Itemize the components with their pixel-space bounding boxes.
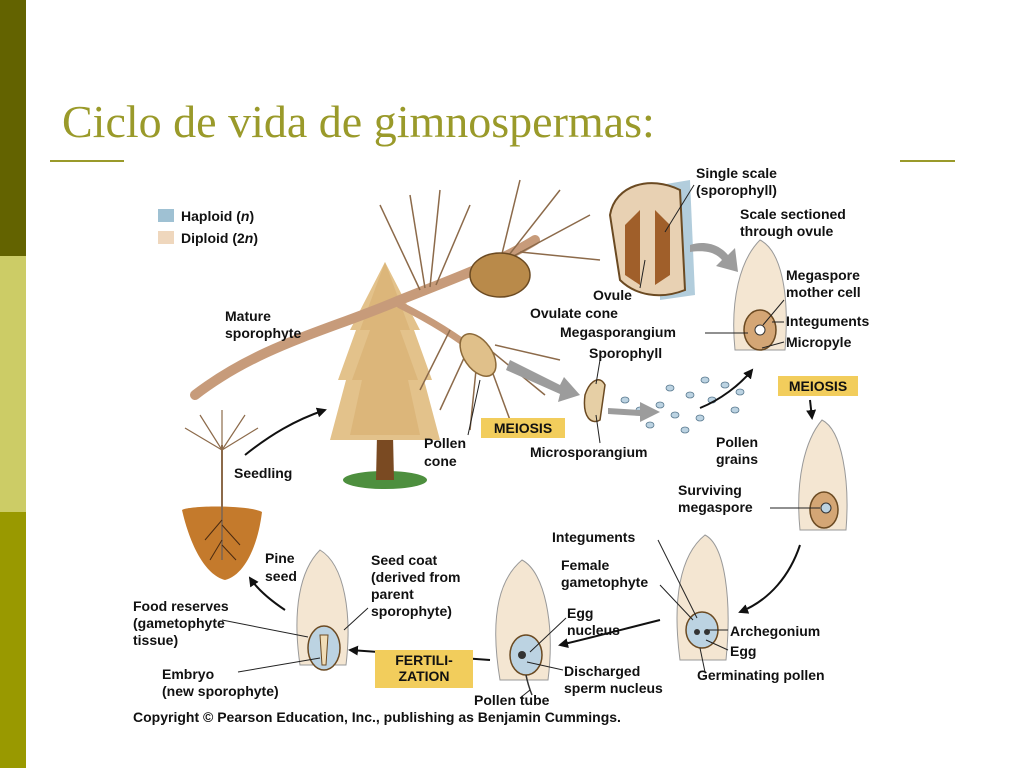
label-megaspore-line2: mother cell <box>786 284 861 300</box>
label-scale-sectioned-line2: through ovule <box>740 223 834 239</box>
label-egg: Egg <box>730 643 756 659</box>
arrow-archegonium-to-fertilization <box>558 619 661 649</box>
label-microsporangium: Microsporangium <box>530 444 647 460</box>
pine-seed-illustration <box>296 549 349 671</box>
label-egg-nucleus-line2: nucleus <box>567 622 620 638</box>
label-pollen-grains-line1: Pollen <box>716 434 758 450</box>
legend: Haploid (n) Diploid (2n) <box>158 208 258 246</box>
female-gametophyte-illustration <box>676 534 729 661</box>
label-surviving-line1: Surviving <box>678 482 742 498</box>
label-pollen-grains-line2: grains <box>716 451 758 467</box>
copyright-text: Copyright © Pearson Education, Inc., pub… <box>133 709 621 725</box>
label-single-scale-line2: (sporophyll) <box>696 182 777 198</box>
label-ovulate-cone: Ovulate cone <box>530 305 618 321</box>
label-female-line1: Female <box>561 557 609 573</box>
label-megasporangium: Megasporangium <box>560 324 676 340</box>
legend-swatch-diploid <box>158 231 174 244</box>
label-seed-coat-line4: sporophyte) <box>371 603 452 619</box>
pine-tree-illustration <box>330 262 440 489</box>
diagram-labels: Single scale (sporophyll) Scale sectione… <box>133 165 869 725</box>
label-food-reserves-line1: Food reserves <box>133 598 229 614</box>
arrow-surviving-to-female <box>738 544 801 614</box>
gray-process-arrows <box>506 243 738 422</box>
label-discharged-line1: Discharged <box>564 663 640 679</box>
gray-arrow-cone-to-sporophyll <box>506 360 580 402</box>
label-single-scale-line1: Single scale <box>696 165 777 181</box>
arrow-pollen-to-ovule <box>699 368 754 409</box>
label-fertilization-line2: ZATION <box>398 668 449 684</box>
label-mature-line2: sporophyte <box>225 325 301 341</box>
label-food-reserves-line2: (gametophyte <box>133 615 225 631</box>
label-germinating-pollen: Germinating pollen <box>697 667 825 683</box>
surviving-megaspore-illustration <box>798 419 848 531</box>
legend-swatch-haploid <box>158 209 174 222</box>
label-micropyle: Micropyle <box>786 334 852 350</box>
label-integuments-bottom: Integuments <box>552 529 635 545</box>
label-egg-nucleus-line1: Egg <box>567 605 593 621</box>
label-surviving-line2: megaspore <box>678 499 753 515</box>
sidebar-segment-dark <box>0 0 26 256</box>
arrow-seed-to-seedling <box>248 576 286 611</box>
label-food-reserves-line3: tissue) <box>133 632 178 648</box>
arrow-seedling-to-mature <box>244 407 327 456</box>
arrow-meiosis-to-surviving <box>806 399 817 420</box>
label-discharged-line2: sperm nucleus <box>564 680 663 696</box>
label-archegonium: Archegonium <box>730 623 820 639</box>
label-meiosis-right: MEIOSIS <box>789 378 847 394</box>
leader-lines <box>221 184 820 699</box>
label-embryo-line1: Embryo <box>162 666 214 682</box>
pine-branch-illustration <box>190 179 601 431</box>
title-rule-left <box>50 160 124 162</box>
label-megaspore-line1: Megaspore <box>786 267 860 283</box>
fertilization-badge: FERTILI- ZATION <box>375 650 473 688</box>
label-ovule: Ovule <box>593 287 632 303</box>
label-sporophyll: Sporophyll <box>589 345 662 361</box>
label-pollen-cone-line2: cone <box>424 453 457 469</box>
seedling-illustration <box>182 410 262 580</box>
pollen-cone <box>459 333 497 377</box>
label-pine-seed-line1: Pine <box>265 550 295 566</box>
label-meiosis-left: MEIOSIS <box>494 420 552 436</box>
single-scale-illustration <box>608 180 695 300</box>
ovulate-cone <box>469 252 531 298</box>
legend-haploid: Haploid (n) <box>181 208 254 224</box>
label-seed-coat-line2: (derived from <box>371 569 460 585</box>
sidebar-segment-light <box>0 256 26 512</box>
sidebar-segment-mid <box>0 512 26 768</box>
label-mature-line1: Mature <box>225 308 271 324</box>
label-scale-sectioned-line1: Scale sectioned <box>740 206 846 222</box>
fertilized-ovule-illustration <box>495 559 551 696</box>
pollen-grains-illustration <box>620 376 745 434</box>
label-fertilization-line1: FERTILI- <box>395 652 453 668</box>
label-female-line2: gametophyte <box>561 574 648 590</box>
label-integuments-top: Integuments <box>786 313 869 329</box>
slide-title: Ciclo de vida de gimnospermas: <box>62 96 655 147</box>
label-seed-coat-line3: parent <box>371 586 414 602</box>
microsporophyll-illustration <box>583 379 606 423</box>
label-seed-coat-line1: Seed coat <box>371 552 437 568</box>
meiosis-badge-right: MEIOSIS <box>778 376 858 396</box>
label-pine-seed-line2: seed <box>265 568 297 584</box>
meiosis-badge-left: MEIOSIS <box>481 418 565 438</box>
label-pollen-tube: Pollen tube <box>474 692 550 708</box>
title-rule-right <box>900 160 955 162</box>
label-embryo-line2: (new sporophyte) <box>162 683 279 699</box>
gray-arrow-scale-to-section <box>690 243 738 272</box>
gray-arrow-sporophyll-to-pollen <box>608 402 660 422</box>
label-pollen-cone-line1: Pollen <box>424 435 466 451</box>
legend-diploid: Diploid (2n) <box>181 230 258 246</box>
label-seedling: Seedling <box>234 465 292 481</box>
slide-sidebar <box>0 0 26 768</box>
